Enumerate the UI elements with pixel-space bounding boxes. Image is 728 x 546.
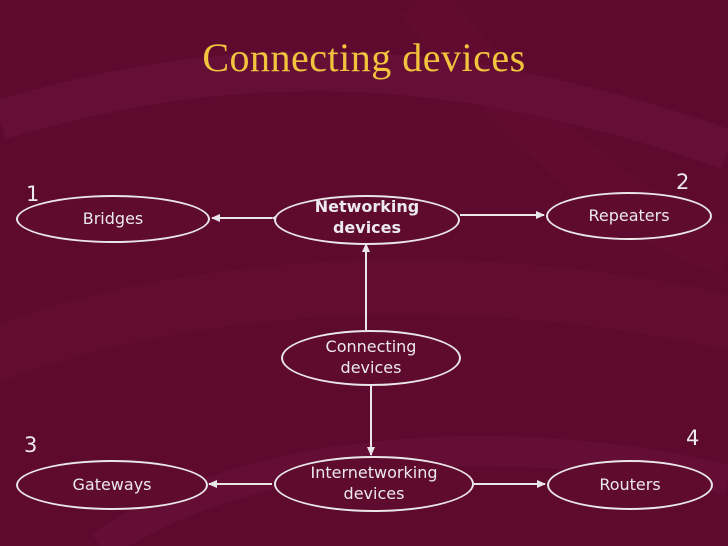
node-networking-devices: Networking devices — [274, 195, 460, 245]
node-internetworking-label: Internetworking devices — [310, 463, 438, 503]
number-2: 2 — [676, 170, 690, 194]
slide-title: Connecting devices — [202, 35, 526, 80]
number-4: 4 — [686, 426, 700, 450]
node-bridges-label: Bridges — [82, 208, 144, 228]
node-routers-label: Routers — [599, 474, 661, 494]
node-gateways: Gateways — [16, 460, 208, 510]
node-internetworking-devices: Internetworking devices — [274, 456, 474, 512]
node-connecting-devices: Connecting devices — [281, 330, 461, 386]
number-1: 1 — [26, 182, 40, 206]
node-gateways-label: Gateways — [72, 474, 152, 494]
node-bridges: Bridges — [16, 195, 210, 243]
node-routers: Routers — [547, 460, 713, 510]
node-connecting-label: Connecting devices — [325, 337, 417, 377]
number-3: 3 — [24, 433, 38, 457]
node-repeaters-label: Repeaters — [588, 205, 670, 225]
node-networking-label: Networking devices — [314, 197, 420, 237]
node-repeaters: Repeaters — [546, 192, 712, 240]
